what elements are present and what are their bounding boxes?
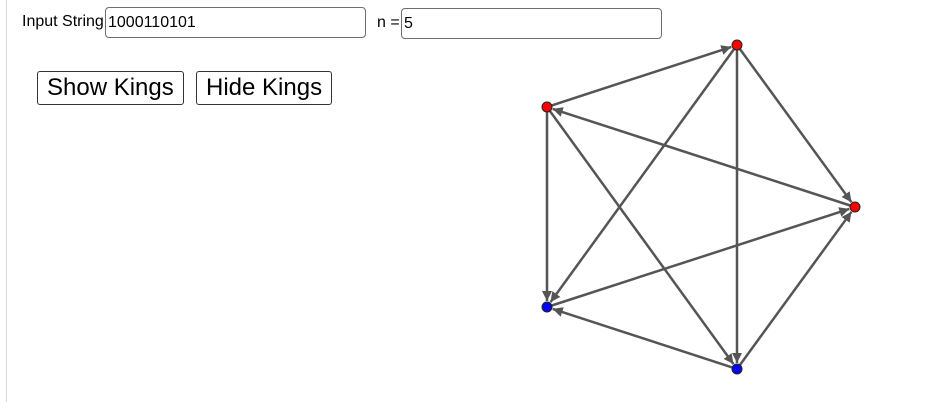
input-string-label: Input String: [22, 13, 104, 30]
edge-v4-v3: [552, 307, 733, 369]
edge-v3-v5: [551, 207, 850, 307]
vertex-v2[interactable]: [541, 101, 553, 113]
input-string-field[interactable]: [105, 7, 366, 38]
n-label: n =: [377, 14, 400, 31]
edge-v1-v3: [549, 48, 736, 303]
hide-kings-button[interactable]: Hide Kings: [196, 71, 333, 105]
n-field[interactable]: [401, 8, 662, 39]
vertex-v5[interactable]: [849, 201, 861, 213]
edge-v5-v2: [552, 107, 851, 207]
left-border: [6, 0, 7, 402]
show-kings-button[interactable]: Show Kings: [37, 71, 184, 105]
edge-v2-v4: [548, 110, 735, 365]
edge-v2-v1: [551, 45, 732, 107]
vertex-v1[interactable]: [731, 39, 743, 51]
edge-v4-v5: [738, 211, 853, 366]
vertex-v3[interactable]: [541, 301, 553, 313]
vertex-v4[interactable]: [731, 363, 743, 375]
edge-v1-v5: [738, 48, 853, 203]
